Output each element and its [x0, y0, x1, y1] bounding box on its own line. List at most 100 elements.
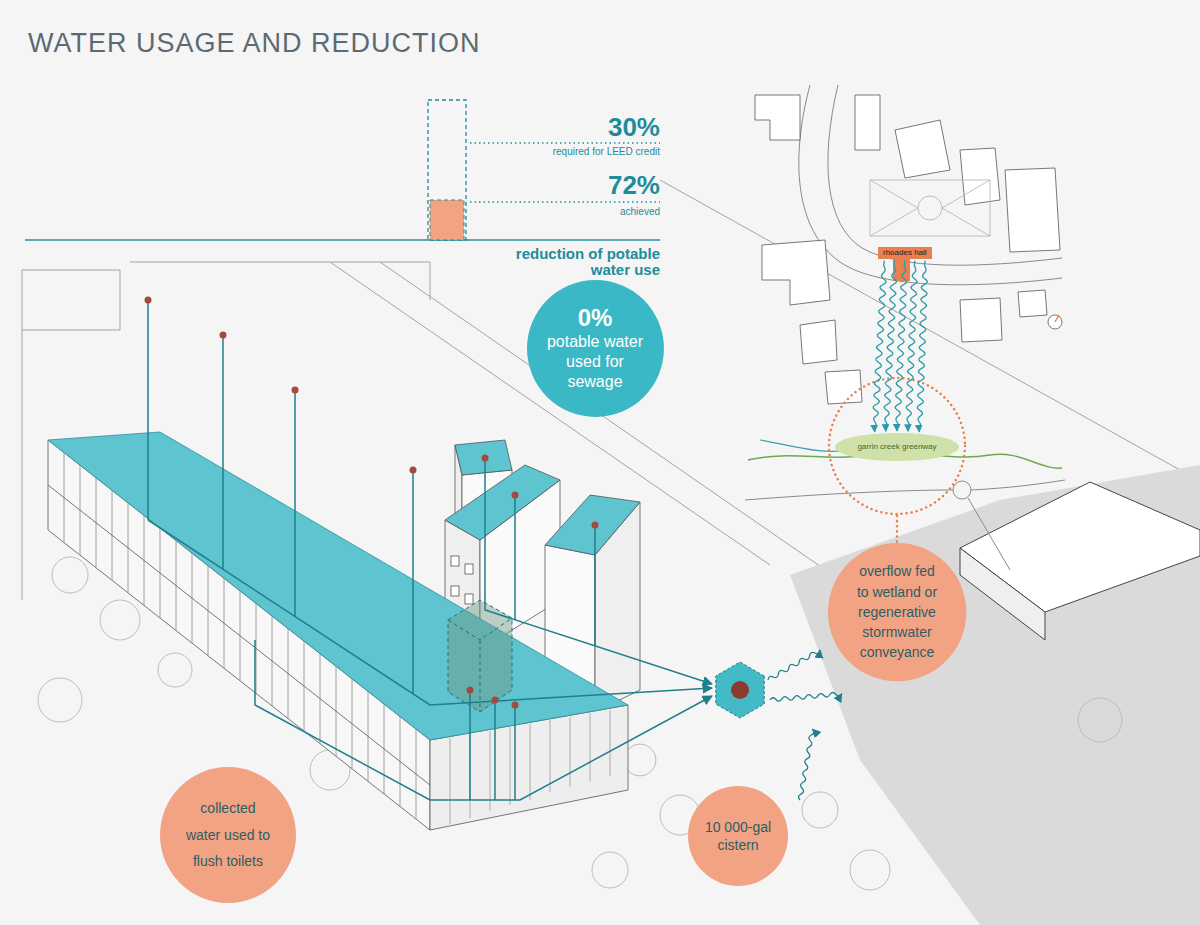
- reduction-bar: [470, 142, 660, 143]
- overflow-arrows: [798, 729, 814, 801]
- dashed-volume: [448, 618, 512, 712]
- tree-outlines: [158, 653, 192, 687]
- campus-map: [896, 516, 899, 542]
- tree-outlines: [592, 852, 628, 888]
- campus-map: [745, 85, 1065, 570]
- campus-map: [870, 180, 990, 236]
- ellipse-shape: [835, 433, 959, 461]
- rainwater-pipes: [294, 390, 296, 616]
- campus-map: [1018, 290, 1047, 317]
- ground-shadow: [790, 465, 1200, 925]
- tower-blocks: [451, 556, 459, 566]
- campus-map: [755, 95, 1060, 404]
- reduction-bar: [25, 100, 660, 240]
- cistern-symbol: [731, 681, 749, 699]
- roof-drains: [512, 702, 519, 709]
- rainwater-pipes: [514, 705, 516, 800]
- campus-map: [825, 370, 862, 404]
- overflow-arrows: [798, 729, 814, 801]
- tower-blocks: [465, 564, 473, 574]
- campus-map: [870, 180, 990, 236]
- tree-outlines: [38, 678, 82, 722]
- campus-map: [855, 95, 880, 150]
- node-text: collected water used to flush toilets: [183, 795, 273, 875]
- roof-drains: [145, 297, 152, 304]
- circle-shape: [688, 786, 788, 886]
- stat-circle: 0%potable water used for sewage: [527, 280, 664, 417]
- campus-map: [1055, 315, 1059, 322]
- callout-circle: overflow fed to wetland or regenerative …: [828, 543, 966, 681]
- campus-map: [829, 378, 965, 514]
- circle-shape: [527, 280, 664, 417]
- node-heading: 0%: [545, 304, 645, 332]
- campus-map: [960, 298, 1002, 342]
- flow-arrow: [906, 261, 917, 432]
- tower-blocks: [545, 495, 640, 555]
- ground-shadow: [790, 465, 1200, 925]
- tower-blocks: [451, 586, 459, 596]
- roof-drains: [410, 467, 417, 474]
- node-text: garrin creek greenway: [857, 442, 936, 452]
- long-building: [48, 432, 628, 740]
- campus-map: [1048, 315, 1062, 329]
- node-text: rhoades hall: [883, 248, 927, 258]
- circle-shape: [828, 543, 966, 681]
- tree-outlines: [624, 744, 656, 776]
- background-outlines: [660, 180, 1180, 470]
- tower-blocks: [445, 465, 560, 540]
- text-group: 0%potable water used for sewage: [545, 304, 645, 392]
- rainwater-pipes: [148, 520, 712, 705]
- rainwater-pipes: [222, 335, 224, 569]
- callout-circle: collected water used to flush toilets: [160, 767, 296, 903]
- rainwater-pipes: [255, 640, 712, 800]
- campus-map: [895, 120, 950, 178]
- reduction-bar: [428, 100, 466, 240]
- overflow-arrows: [767, 648, 842, 800]
- tree-outlines: [52, 557, 88, 593]
- tree-outlines: [850, 850, 890, 890]
- greenway-area: garrin creek greenway: [835, 433, 959, 461]
- tower-blocks: [465, 594, 473, 604]
- axis-label: reduction of potable water use: [515, 246, 660, 278]
- overflow-arrows: [770, 692, 842, 702]
- tower-blocks: [455, 440, 512, 475]
- overflow-arrows: [767, 648, 821, 681]
- tree-outlines: [802, 792, 838, 828]
- campus-map: [953, 481, 971, 499]
- campus-map: [960, 148, 1000, 205]
- tree-outlines: [1078, 698, 1122, 742]
- node-text: potable water used for sewage: [545, 332, 645, 392]
- roof-drains: [467, 687, 474, 694]
- background-outlines: [22, 270, 120, 330]
- roof-drains: [482, 455, 489, 462]
- rainwater-pipes: [147, 300, 149, 520]
- campus-map: [1005, 168, 1060, 252]
- reduction-bar: [430, 200, 464, 240]
- roof-drains: [292, 387, 299, 394]
- neighbour-building: [960, 548, 1045, 640]
- rainwater-pipes: [514, 495, 516, 620]
- campus-map: [745, 85, 1065, 570]
- flow-arrow: [884, 261, 896, 432]
- text-group: rhoades hall: [883, 248, 927, 258]
- page-title: WATER USAGE AND REDUCTION: [28, 28, 481, 59]
- rainwater-pipes: [594, 525, 596, 646]
- campus-map: [971, 480, 1065, 490]
- background-outlines: [22, 330, 23, 600]
- rainwater-pipes: [412, 470, 414, 694]
- text-group: overflow fed to wetland or regenerative …: [853, 561, 941, 662]
- rainwater-pipes: [494, 700, 496, 800]
- flow-arrow: [895, 261, 907, 431]
- node-text: overflow fed to wetland or regenerative …: [853, 561, 941, 662]
- percentage-note: achieved: [440, 206, 660, 218]
- circle-shape: [160, 767, 296, 903]
- building-tag: rhoades hall: [878, 247, 932, 259]
- percentage-value: 30%: [520, 114, 660, 140]
- roof-drains: [512, 492, 519, 499]
- overflow-arrows: [767, 648, 821, 681]
- cistern-symbol: [716, 662, 764, 718]
- roof-drains: [492, 697, 499, 704]
- long-building: [48, 432, 628, 830]
- background-outlines: [130, 262, 430, 300]
